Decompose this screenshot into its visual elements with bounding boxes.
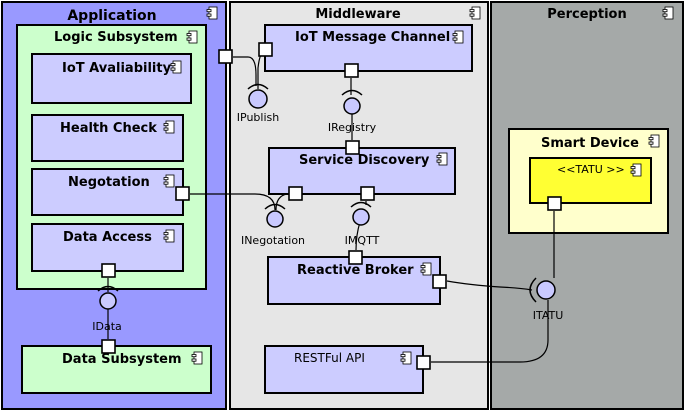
interfaces: IPublish IRegistry INegotation IMQTT IDa… [92,83,564,333]
service-discovery-mqtt-port [360,186,375,201]
data-access-port [101,263,116,278]
application-layer-title: Application [67,8,156,24]
iot-availability-label: IoT Avaliability [62,61,172,76]
idata-label: IData [92,320,122,333]
data-subsystem[interactable]: Data Subsystem [21,345,212,394]
health-check-component[interactable]: Health Check [31,114,184,162]
iot-availability-component[interactable]: IoT Avaliability [31,53,192,104]
imqtt-ball [352,208,370,226]
idata-socket [97,285,119,292]
negotiation-label: Negotation [68,175,150,190]
inegotiation-wire [190,193,276,211]
ipublish-ball [248,89,268,109]
data-subsystem-port [101,339,116,354]
negotiation-component[interactable]: Negotation [31,168,184,216]
reactive-broker-port [432,274,447,289]
iot-message-channel-registry-port [344,63,359,78]
tatu-label: <<TATU >> [557,163,625,176]
logic-subsystem-title: Logic Subsystem [54,30,178,45]
ipublish-label: IPublish [237,111,279,124]
inegotiation-provider-wire [275,193,288,211]
restful-api-label: RESTFul API [294,351,365,365]
reactive-broker-mqtt-port [348,250,363,265]
connectors [107,48,555,363]
iot-message-channel-component[interactable]: IoT Message Channel [264,24,473,72]
inegotiation-label: INegotation [241,234,305,247]
data-access-component[interactable]: Data Access [31,223,184,272]
service-discovery-negotiation-port [288,186,303,201]
data-access-label: Data Access [63,230,152,245]
iot-message-channel-port [258,42,273,57]
smart-device-title: Smart Device [541,136,639,151]
middleware-layer-title: Middleware [315,7,400,22]
iot-message-channel-label: IoT Message Channel [295,30,450,45]
itatu-label: ITATU [533,309,564,322]
itatu-wire-api [431,300,549,363]
itatu-ball [536,280,556,300]
itatu-wire-broker [446,280,533,291]
iregistry-label: IRegistry [328,121,377,134]
imqtt-label: IMQTT [345,234,380,247]
health-check-label: Health Check [60,121,157,136]
tatu-component[interactable]: <<TATU >> [529,157,652,204]
iregistry-socket [341,89,363,96]
inegotiation-socket [264,203,286,210]
logic-subsystem-port [218,49,233,64]
restful-api-port [416,355,431,370]
tatu-port [547,196,562,211]
service-discovery-registry-port [345,140,360,155]
perception-layer-title: Perception [547,7,626,22]
reactive-broker-label: Reactive Broker [297,263,414,278]
ipublish-wire [233,56,257,86]
service-discovery-label: Service Discovery [299,153,430,168]
ports [101,42,562,370]
inegotiation-ball [266,210,284,228]
data-subsystem-title: Data Subsystem [62,352,182,367]
idata-ball [99,292,117,310]
negotiation-port [175,186,190,201]
itatu-socket [529,277,537,303]
imqtt-socket [350,201,372,208]
iregistry-ball [343,97,361,115]
reactive-broker-component[interactable]: Reactive Broker [267,256,441,305]
restful-api-component[interactable]: RESTFul API [264,345,424,394]
ipublish-socket [247,83,269,90]
